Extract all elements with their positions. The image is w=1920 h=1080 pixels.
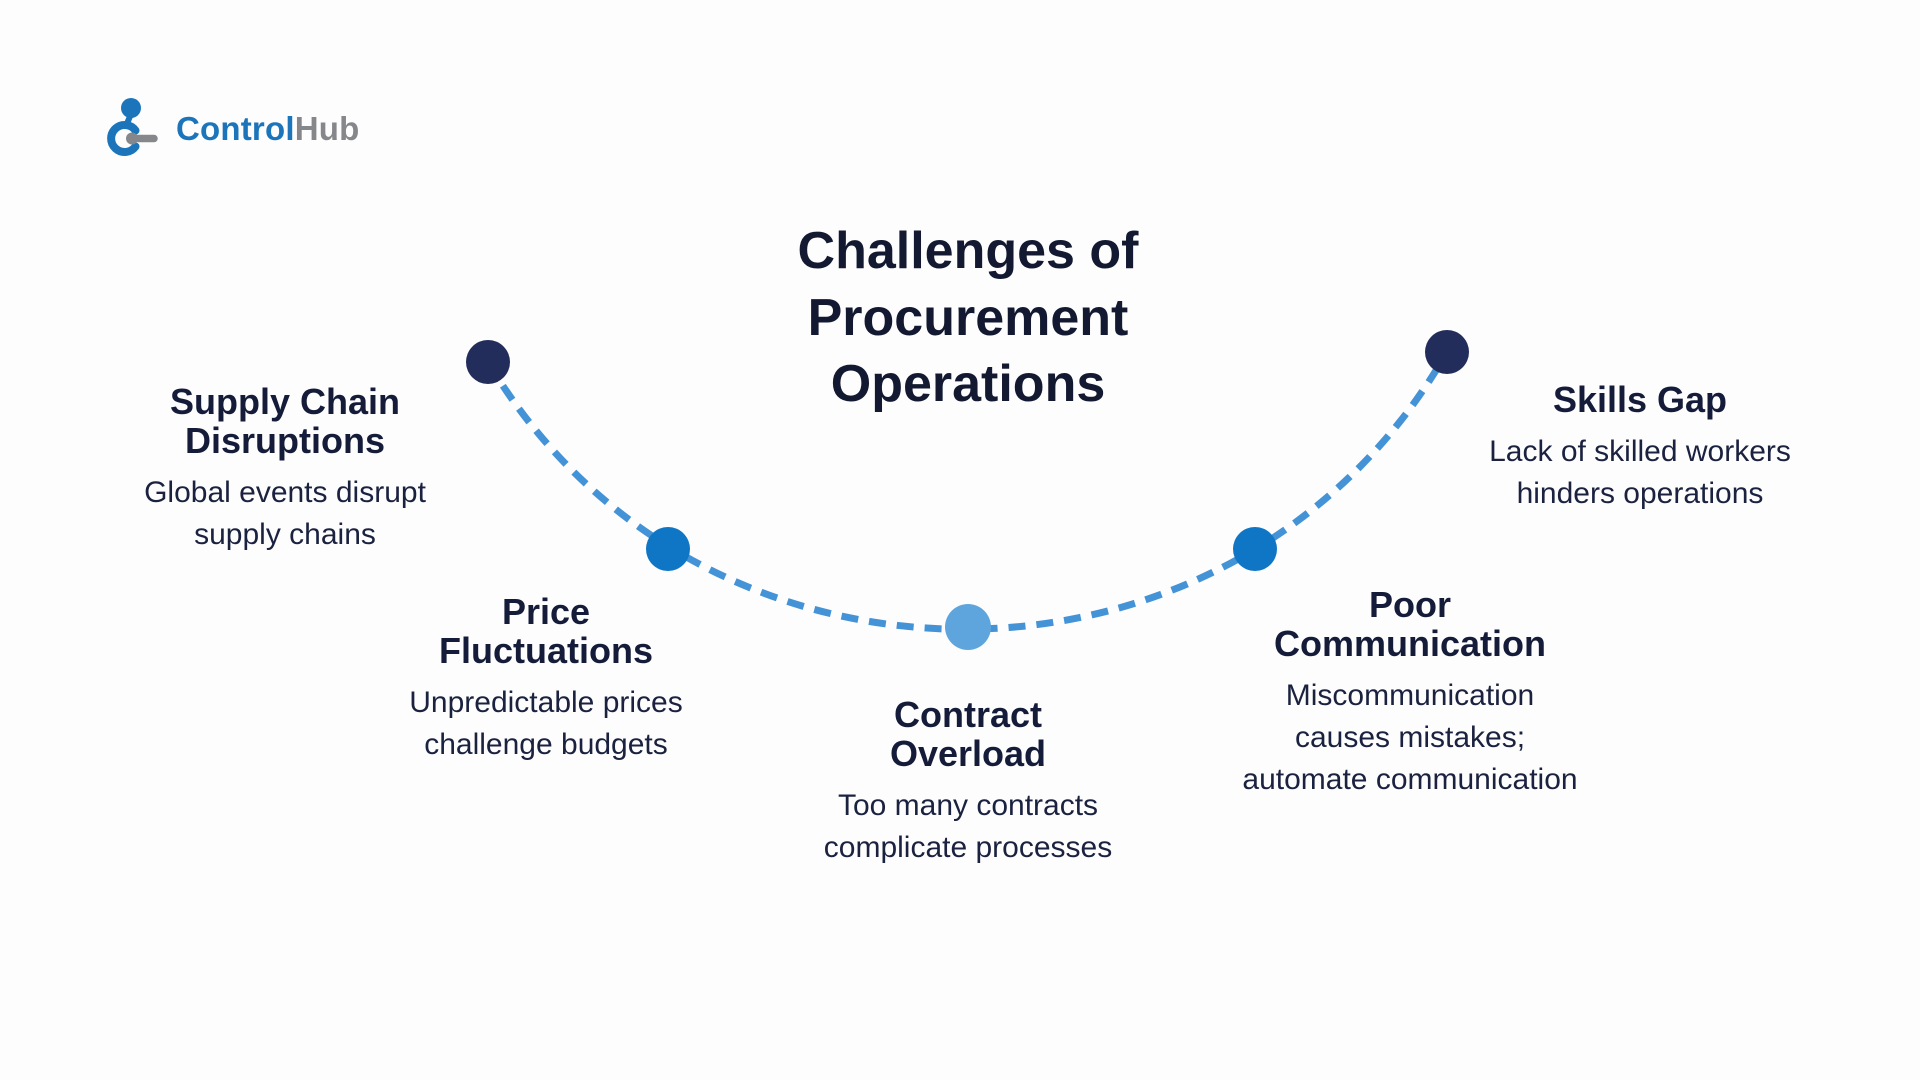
challenge-title: Price Fluctuations xyxy=(439,591,653,671)
logo-text-control: Control xyxy=(176,110,295,147)
curve-node-communication xyxy=(1233,527,1277,571)
challenge-item-skills-gap: Skills Gap Lack of skilled workers hinde… xyxy=(1420,379,1860,515)
challenge-description: Unpredictable prices challenge budgets xyxy=(409,685,683,761)
curve-node-contract xyxy=(945,604,991,650)
challenge-title: Skills Gap xyxy=(1552,379,1728,420)
curve-node-price xyxy=(646,527,690,571)
challenge-description: Too many contracts complicate processes xyxy=(823,788,1113,864)
challenge-item-supply-chain: Supply Chain Disruptions Global events d… xyxy=(85,381,485,556)
challenge-item-contract-overload: Contract Overload Too many contracts com… xyxy=(768,694,1168,869)
challenge-description: Miscommunication causes mistakes; automa… xyxy=(1242,678,1578,796)
challenge-title: Contract Overload xyxy=(889,694,1047,774)
logo-text-hub: Hub xyxy=(294,110,360,147)
challenge-title: Supply Chain Disruptions xyxy=(169,381,400,461)
curve-node-supply-chain xyxy=(466,340,510,384)
logo-wordmark: ControlHub xyxy=(176,110,359,148)
controlhub-logo: ControlHub xyxy=(104,96,359,162)
challenge-title: Poor Communication xyxy=(1273,584,1546,664)
page-title: Challenges of Procurement Operations xyxy=(797,222,1139,414)
hub-molecule-icon xyxy=(107,98,158,156)
challenge-item-price-fluctuations: Price Fluctuations Unpredictable prices … xyxy=(346,591,746,766)
challenge-description: Lack of skilled workers hinders operatio… xyxy=(1489,434,1791,510)
curve-node-skills xyxy=(1425,330,1469,374)
challenge-description: Global events disrupt supply chains xyxy=(144,475,426,551)
challenge-item-poor-communication: Poor Communication Miscommunication caus… xyxy=(1210,584,1610,801)
